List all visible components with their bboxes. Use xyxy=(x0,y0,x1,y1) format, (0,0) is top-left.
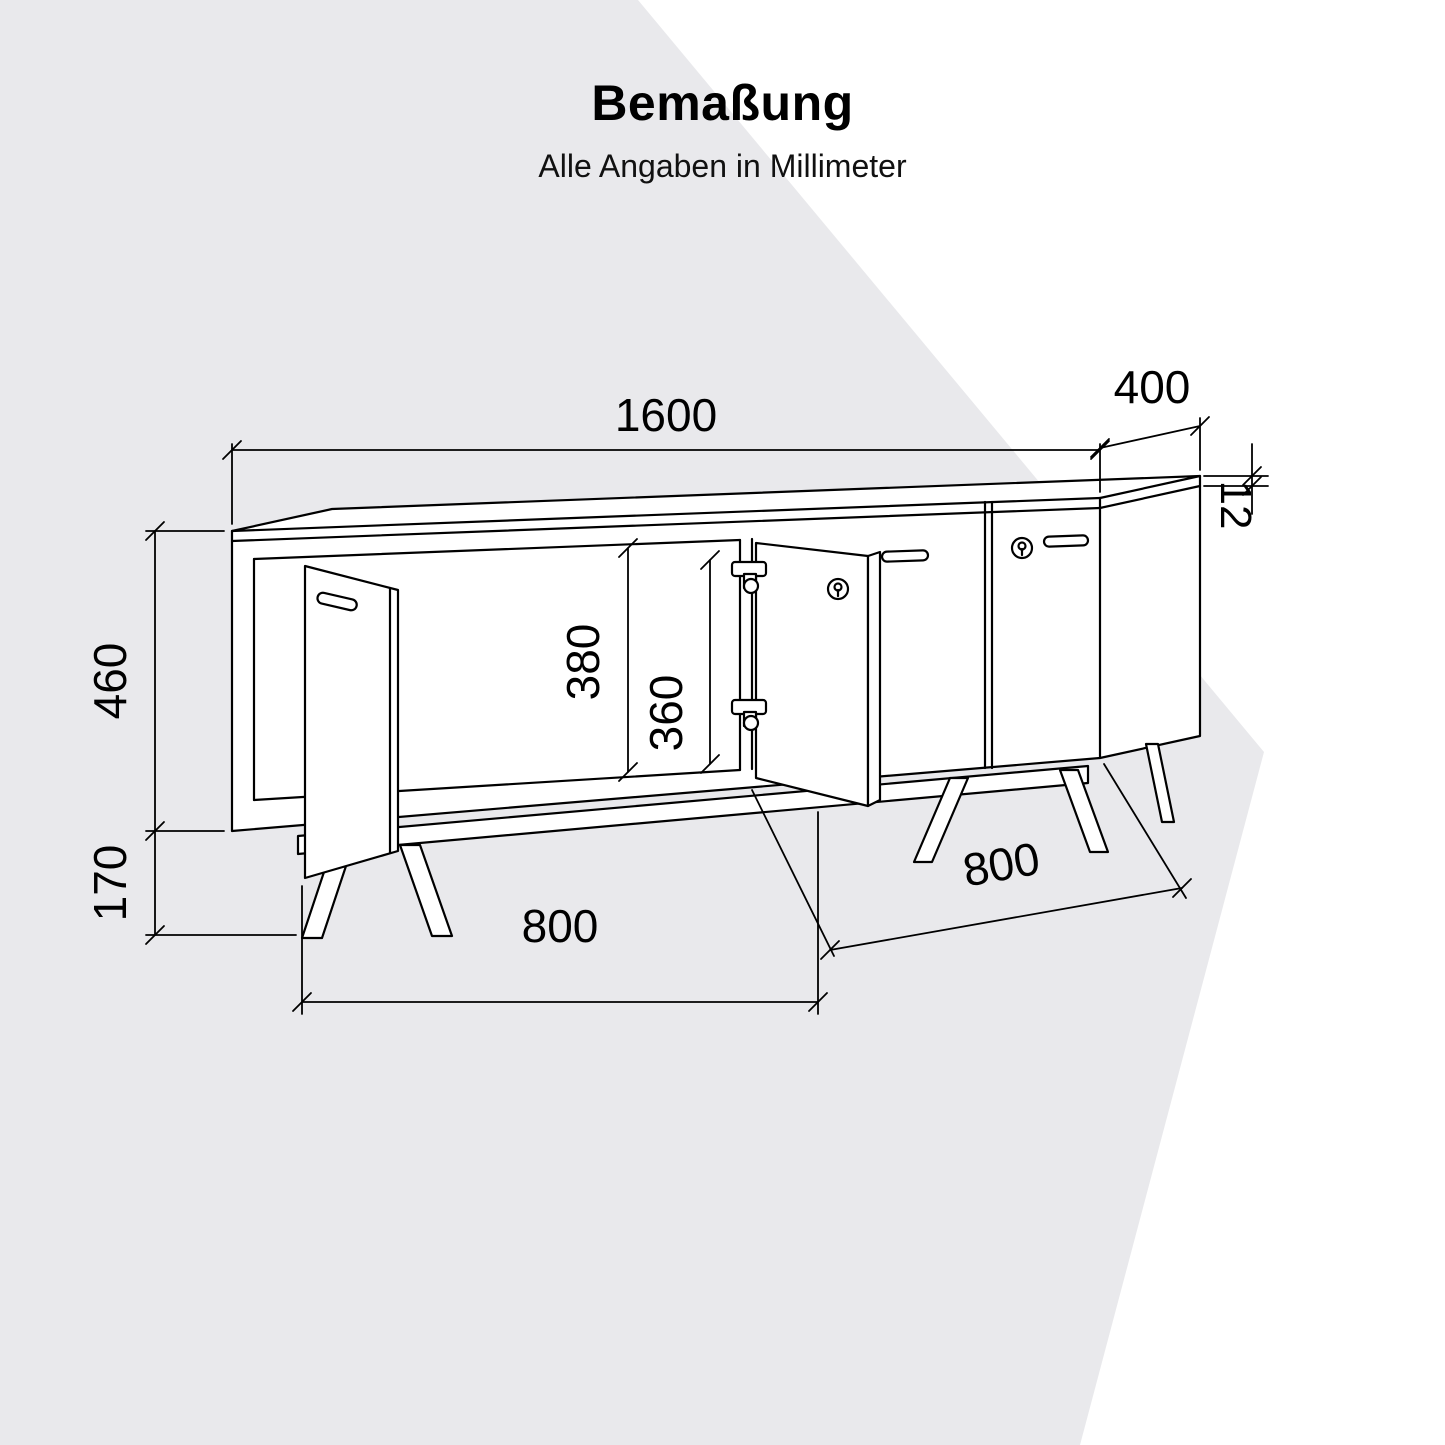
tick xyxy=(820,940,840,960)
drawing-subtitle: Alle Angaben in Millimeter xyxy=(538,148,907,184)
closed-door-pair xyxy=(880,500,1090,770)
dim-label-inner-height-left: 380 xyxy=(557,624,609,701)
dim-label-inner-height-right: 360 xyxy=(640,675,692,752)
dim-label-left-section-width: 800 xyxy=(522,900,599,952)
tick xyxy=(1172,878,1192,898)
tick xyxy=(618,762,638,782)
open-middle-door xyxy=(730,541,882,808)
sideboard-drawing xyxy=(230,474,1202,940)
open-left-door xyxy=(303,564,400,880)
handle-slot-right-closed-door xyxy=(1042,534,1090,548)
lock-icon-middle-door xyxy=(826,577,850,601)
leg-front-right-b xyxy=(1058,768,1110,854)
tick xyxy=(1190,416,1210,436)
tick xyxy=(700,550,720,570)
dim-label-depth: 400 xyxy=(1114,361,1191,413)
dim-inner-height-right: 360 xyxy=(640,550,720,774)
dim-left-section-width: 800 xyxy=(292,811,828,1015)
dim-total-width: 1600 xyxy=(222,389,1110,525)
carcass-body xyxy=(230,474,1202,833)
dim-label-leg-height: 170 xyxy=(84,845,136,922)
dim-body-height: 460 xyxy=(84,521,225,841)
hinge-bottom-icon xyxy=(730,698,768,732)
top-panel xyxy=(230,474,1202,760)
dim-label-body-height: 460 xyxy=(84,643,136,720)
tick xyxy=(1090,438,1110,458)
tick xyxy=(808,992,828,1012)
dim-inner-height-left: 380 xyxy=(557,538,638,782)
dim-label-total-width: 1600 xyxy=(615,389,717,441)
dimension-layer: 1600 400 12 xyxy=(84,361,1269,1015)
door-edge-thickness xyxy=(866,550,882,808)
hinge-top-icon xyxy=(730,560,768,595)
handle-slot-open-door xyxy=(316,591,358,612)
dim-top-thickness: 12 xyxy=(1203,443,1269,530)
tick xyxy=(292,992,312,1012)
drawing-header: Bemaßung Alle Angaben in Millimeter xyxy=(0,74,1445,185)
handle-slot-left-closed-door xyxy=(880,549,930,563)
dim-label-top-thickness: 12 xyxy=(1211,481,1260,530)
tick xyxy=(145,925,165,945)
dim-right-section-width: 800 xyxy=(751,763,1192,960)
lock-icon-right-door xyxy=(1010,536,1034,560)
leg-front-right-a xyxy=(912,776,970,864)
dim-depth: 400 xyxy=(1090,361,1210,471)
leg-back-right xyxy=(1144,742,1176,824)
drawing-title: Bemaßung xyxy=(591,75,854,131)
dim-leg-height: 170 xyxy=(84,830,297,945)
tick xyxy=(222,440,242,460)
leg-front-left-b xyxy=(398,843,454,938)
tick xyxy=(618,538,638,558)
legs xyxy=(300,742,1176,940)
tick xyxy=(1242,466,1262,486)
tick xyxy=(145,521,165,541)
tick xyxy=(1242,476,1262,496)
tick xyxy=(1090,440,1110,460)
tick xyxy=(700,754,720,774)
